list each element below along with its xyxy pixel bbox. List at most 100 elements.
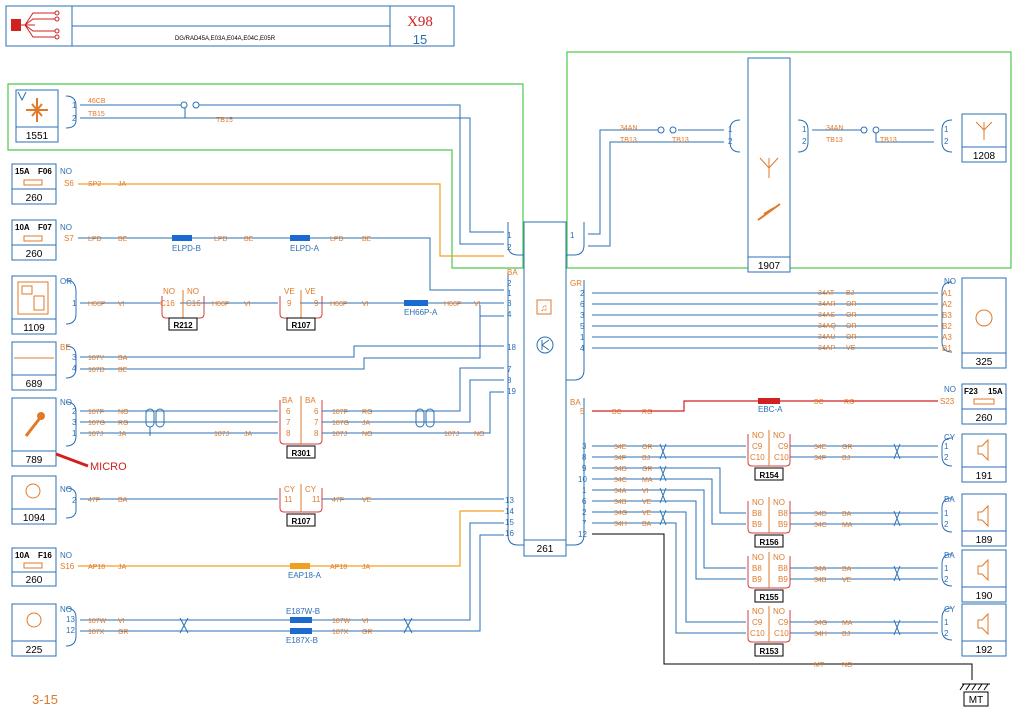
speaker-icon [977, 612, 989, 636]
relay-r154[interactable]: NO NO C9 C10 C9 C10 R154 [747, 430, 791, 481]
component-id: 1907 [758, 261, 781, 272]
component-1109[interactable]: 1109 [11, 275, 57, 335]
pin-label: 1 [72, 299, 77, 308]
speaker-189[interactable]: 189 [961, 493, 1007, 547]
pin-label: 1 [72, 429, 77, 438]
pin-label: 8 [582, 453, 587, 462]
fuse-260-f16[interactable]: 260 10A F16 [11, 547, 57, 587]
pin-label: 11 [312, 495, 321, 504]
pin-label: S7 [64, 234, 74, 243]
pin-label: C10 [774, 453, 789, 462]
component-1094[interactable]: 1094 [11, 475, 57, 525]
wire-label: OR [846, 312, 857, 319]
component-id: 1208 [973, 151, 996, 162]
pin-label: B8 [778, 564, 788, 573]
relay-r107-b[interactable]: CY CY 11 11 R107 [279, 484, 323, 527]
wire-label: OR [846, 301, 857, 308]
wire-label: 34C [814, 522, 827, 529]
speaker-191[interactable]: 191 [961, 433, 1007, 483]
wire-label: 34AT [818, 290, 835, 297]
wire-label: 34A [614, 488, 627, 495]
wire-label: 187J [88, 431, 103, 438]
wire-label: 34AS [818, 312, 835, 319]
component-1208[interactable]: 1208 [961, 113, 1007, 163]
pin-label: 6 [286, 407, 291, 416]
relay-r153[interactable]: NO NO C9 C10 C9 C10 R153 [747, 606, 791, 657]
relay-r301[interactable]: BA BA 6 7 8 6 7 8 R301 [279, 396, 323, 459]
wire-label: JA [118, 431, 127, 438]
pin-label: NO [752, 498, 764, 507]
pin-label: B9 [778, 575, 788, 584]
wire-label: RG [844, 399, 855, 406]
pin-label: NO [773, 431, 785, 440]
component-689[interactable]: 689 [11, 341, 57, 391]
relay-r156[interactable]: NO NO B8 B9 B8 B9 R156 [747, 497, 791, 548]
wire-label: 47F [88, 497, 100, 504]
speaker-192[interactable]: 192 [961, 603, 1007, 657]
pin-label: 8 [507, 376, 512, 385]
pin-label: 2 [944, 137, 949, 146]
pin-label: VE [284, 287, 295, 296]
wire-label: LPD [214, 236, 228, 243]
pin-label: C9 [778, 618, 789, 627]
fuse-icon [23, 235, 43, 242]
wire-label: VE [642, 499, 652, 506]
component-1551[interactable]: 1551 [15, 89, 77, 143]
pin-label: BA [507, 268, 518, 277]
wire-label: TB13 [620, 137, 637, 144]
wire-label: MA [842, 522, 853, 529]
component-789[interactable]: 789 [11, 397, 57, 467]
fuse-260-f23[interactable]: 260 F23 15A [961, 383, 1007, 425]
relay-r107-a[interactable]: VE VE 9 9 R107 [279, 287, 323, 331]
pin-label: 1 [944, 618, 949, 627]
component-id: 225 [26, 645, 43, 656]
pin-label: NO [163, 287, 175, 296]
component-325[interactable]: 325 [961, 277, 1007, 369]
wire-label: NO [474, 431, 485, 438]
wire-label: 34A [814, 566, 827, 573]
wire-label: H66P [444, 301, 462, 308]
fuse-rating: 10A [15, 223, 30, 232]
pin-label: 1 [944, 442, 949, 451]
component-id: 260 [26, 193, 43, 204]
wire-label: 34E [614, 444, 627, 451]
relay-r155[interactable]: NO NO B8 B9 B8 B9 R155 [747, 552, 791, 603]
fuse-260-f06[interactable]: 260 15A F06 [11, 163, 57, 205]
wire-label: 34D [814, 511, 827, 518]
fuse-260-f07[interactable]: 260 10A F07 [11, 219, 57, 261]
twist-icon [179, 617, 189, 634]
wire-label: 34F [814, 455, 826, 462]
pin-label: 1 [507, 231, 512, 240]
pin-label: 3 [580, 311, 585, 320]
ground-mt[interactable]: MT [959, 683, 990, 707]
micro-pointer [55, 452, 89, 468]
wire-label: BE [244, 236, 254, 243]
pin-label: 8 [286, 429, 291, 438]
speaker-190[interactable]: 190 [961, 549, 1007, 603]
wire-label: BA [842, 511, 852, 518]
pin-label: NO [944, 277, 956, 286]
pin-label: BE [60, 343, 71, 352]
pin-label: C9 [778, 442, 789, 451]
pin-label: 1 [728, 125, 733, 134]
wire-label: MA [642, 477, 653, 484]
component-1907[interactable]: 1907 [747, 57, 791, 273]
wire-label: 34B [614, 499, 627, 506]
ground-id: MT [969, 695, 983, 706]
wire-label: LPD [330, 236, 344, 243]
relay-r212[interactable]: NO NO C16 C16 R212 [160, 287, 205, 331]
component-225[interactable]: 225 [11, 603, 57, 657]
wire-label: BA [118, 497, 128, 504]
wire-label: EAP18-A [288, 571, 322, 580]
component-id: 325 [976, 357, 993, 368]
wire-label: 187J [214, 431, 229, 438]
micro-annotation: MICRO [90, 461, 127, 473]
component-261[interactable]: 261 ♫ [523, 221, 567, 557]
component-id: 260 [26, 575, 43, 586]
pin-label: B3 [942, 311, 952, 320]
pin-label: GR [570, 279, 582, 288]
wire-label: RG [118, 420, 129, 427]
pin-label: BA [282, 396, 293, 405]
fuse-icon [23, 179, 43, 186]
green-boundary-left [7, 83, 524, 269]
